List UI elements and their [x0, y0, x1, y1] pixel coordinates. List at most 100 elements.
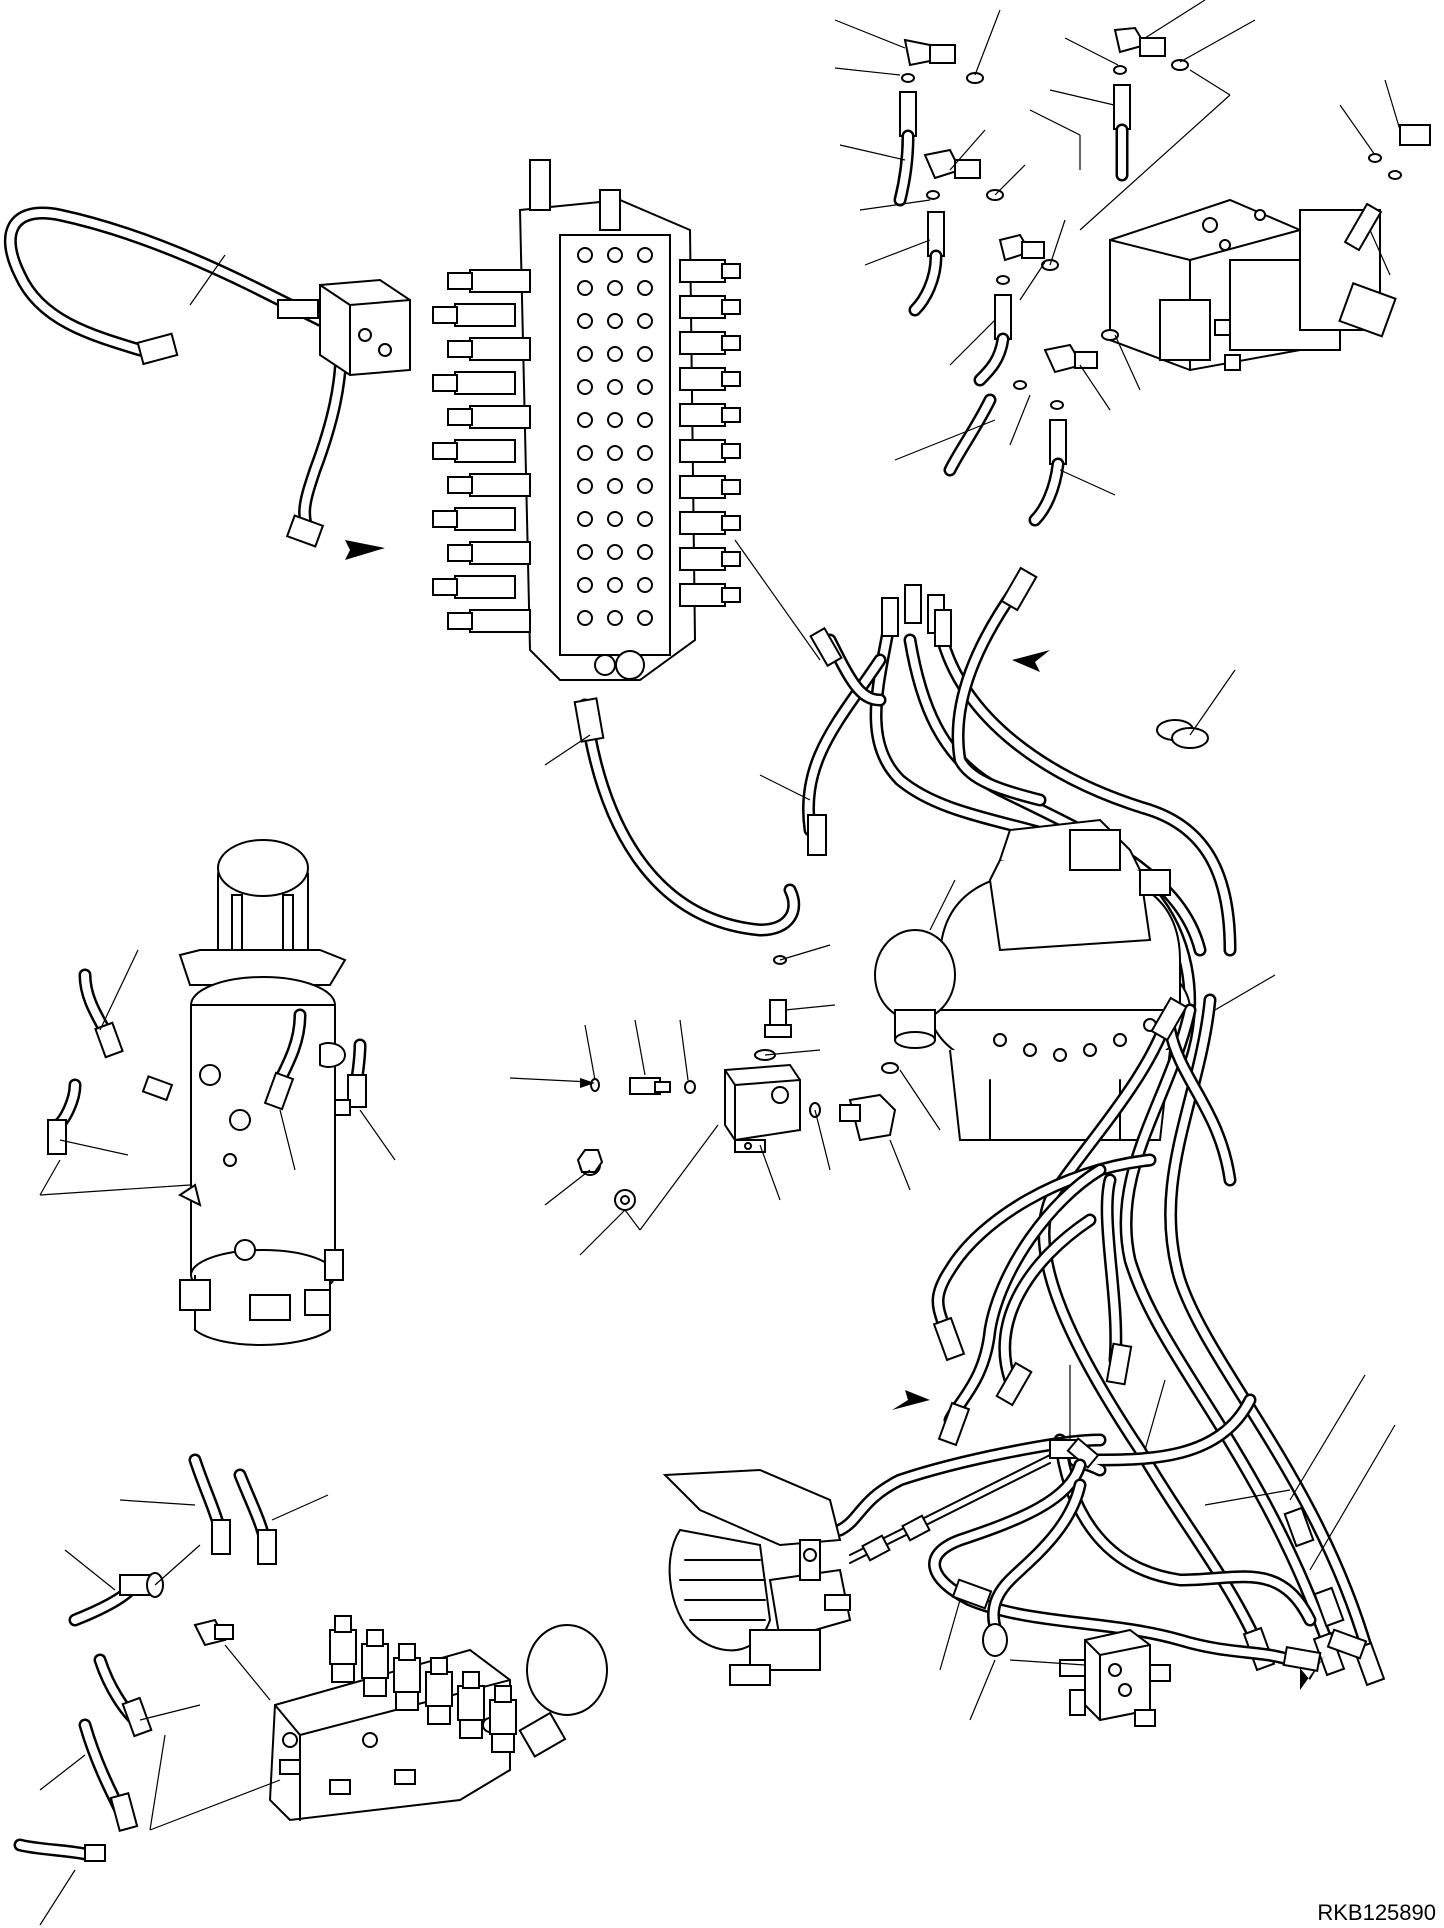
solenoid-nut	[395, 1691, 419, 1711]
spool-fitting	[469, 337, 531, 361]
valve-port	[607, 511, 623, 527]
spool-fitting	[679, 295, 726, 319]
solenoid-connector	[366, 1629, 384, 1647]
valve-port	[607, 313, 623, 329]
valve-port	[607, 412, 623, 428]
valve-port	[637, 247, 653, 263]
spool-cap	[447, 612, 473, 630]
swivel-joint-hoses	[47, 968, 367, 1155]
spool-fitting	[454, 371, 516, 395]
valve-port	[607, 379, 623, 395]
leader-line	[544, 734, 591, 766]
spool-cap	[447, 544, 473, 562]
solenoid-connector	[398, 1643, 416, 1661]
hose-valve-to-center	[573, 697, 801, 937]
solenoid-coil	[457, 1685, 485, 1721]
spool-cap	[721, 371, 741, 387]
solenoid-connector	[494, 1685, 512, 1703]
valve-port	[637, 544, 653, 560]
leader-line	[189, 254, 226, 306]
spool-cap	[721, 551, 741, 567]
solenoid-nut	[459, 1719, 483, 1739]
valve-port	[607, 445, 623, 461]
swivel-joint-leader-lines	[39, 949, 396, 1196]
valve-spool-fittings-right	[679, 259, 741, 607]
valve-port	[577, 346, 593, 362]
pedal-rod-and-fittings	[849, 1437, 1100, 1564]
spool-fitting	[469, 473, 531, 497]
flow-arrow-1	[345, 540, 385, 560]
solenoid-valve-leader-lines	[39, 1494, 329, 1926]
pedal-leader-lines	[939, 1599, 1086, 1721]
swivel-joint	[178, 839, 347, 1346]
valve-port	[577, 313, 593, 329]
solenoid-nut	[363, 1677, 387, 1697]
spool-fitting	[679, 475, 726, 499]
solenoid-nut	[427, 1705, 451, 1725]
valve-port	[637, 379, 653, 395]
solenoid-connector	[462, 1671, 480, 1689]
solenoid-connector	[334, 1615, 352, 1633]
flow-arrow-2	[1012, 650, 1050, 672]
spool-fitting	[679, 259, 726, 283]
solenoid-coil	[329, 1629, 357, 1665]
accumulator	[874, 929, 956, 1049]
solenoid-valve-accumulator	[518, 1624, 608, 1758]
leader-line	[734, 539, 821, 661]
spool-cap	[447, 476, 473, 494]
pedal-hoses	[928, 1458, 1322, 1672]
valve-port	[637, 478, 653, 494]
spool-fitting	[679, 583, 726, 607]
valve-port	[637, 280, 653, 296]
solenoid-nut	[331, 1663, 355, 1683]
valve-port	[607, 577, 623, 593]
spool-fitting	[469, 405, 531, 429]
swing-motor-assembly	[929, 818, 1191, 1141]
long-hose-upper-left	[3, 206, 348, 548]
spool-fitting	[679, 331, 726, 355]
hose-end-fittings-center	[807, 566, 1038, 856]
spool-cap	[721, 443, 741, 459]
leader-line	[929, 879, 956, 931]
spool-fitting	[679, 439, 726, 463]
leader-line	[759, 774, 811, 801]
solenoid-coil	[361, 1643, 389, 1679]
valve-port	[607, 280, 623, 296]
pressure-switch-parts	[576, 955, 899, 1211]
valve-port	[607, 544, 623, 560]
valve-port	[577, 445, 593, 461]
valve-spool-fittings-left	[432, 269, 531, 633]
valve-port	[577, 247, 593, 263]
main-control-valve	[518, 159, 697, 681]
spool-fitting	[469, 541, 531, 565]
spool-fitting	[679, 367, 726, 391]
solenoid-connector	[430, 1657, 448, 1675]
valve-port	[577, 577, 593, 593]
spool-cap	[721, 263, 741, 279]
solenoid-coil	[425, 1671, 453, 1707]
solenoid-coil	[393, 1657, 421, 1693]
spool-fitting	[469, 609, 531, 633]
valve-port	[607, 478, 623, 494]
spool-cap	[432, 510, 458, 528]
top-right-fittings	[893, 26, 1431, 527]
drawing-reference-code: RKB125890	[1317, 1900, 1436, 1925]
solenoid-valve-hoses	[13, 1453, 416, 1862]
valve-port	[577, 280, 593, 296]
spool-fitting	[454, 439, 516, 463]
flow-arrow-3	[892, 1390, 930, 1410]
o-ring-pair	[1156, 719, 1209, 749]
spool-cap	[432, 374, 458, 392]
top-right-leader-lines	[834, 0, 1401, 496]
lower-right-leader-lines	[1069, 974, 1396, 1571]
valve-port	[607, 247, 623, 263]
valve-port	[607, 346, 623, 362]
solenoid-coils	[329, 1615, 517, 1753]
valve-port	[577, 478, 593, 494]
valve-port	[577, 610, 593, 626]
spool-cap	[721, 515, 741, 531]
spool-cap	[432, 442, 458, 460]
valve-port	[637, 313, 653, 329]
valve-port	[607, 610, 623, 626]
